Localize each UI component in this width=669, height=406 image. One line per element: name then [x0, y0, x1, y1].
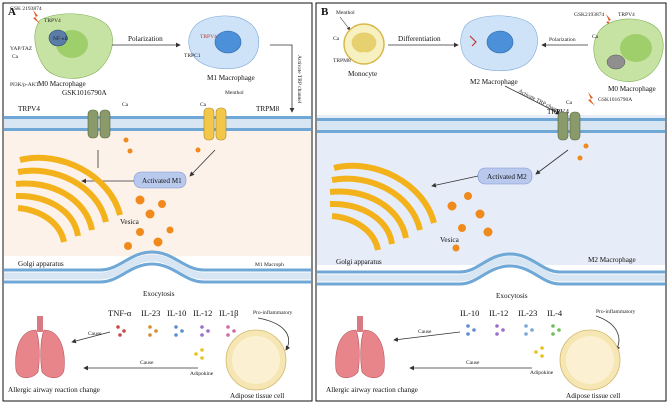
panel-a-letter: A: [8, 6, 16, 18]
panel-b-letter: B: [321, 6, 329, 18]
svg-text:TRPV4: TRPV4: [18, 105, 40, 113]
monocyte-cell: [343, 23, 385, 65]
nucleus: [48, 29, 68, 47]
lightning-icon: [588, 92, 595, 106]
m0-macrophage-cell: NF-κB: [34, 13, 113, 79]
svg-text:Ca: Ca: [592, 34, 599, 40]
svg-text:Differentiation: Differentiation: [398, 35, 441, 43]
lungs-icon-b: [335, 316, 385, 379]
svg-text:Ca: Ca: [122, 102, 129, 108]
svg-text:Activated M2: Activated M2: [487, 173, 527, 181]
panel-b-bg-band: [317, 115, 665, 265]
svg-text:Ca: Ca: [200, 102, 207, 108]
svg-text:GSK1016790A: GSK1016790A: [598, 97, 632, 103]
svg-text:Pro-inflammatory: Pro-inflammatory: [596, 308, 636, 315]
svg-text:Vesica: Vesica: [440, 236, 460, 244]
svg-text:TRPC1: TRPC1: [184, 53, 201, 59]
svg-text:M0 Macrophage: M0 Macrophage: [608, 85, 656, 93]
svg-text:Allergic airway reaction chang: Allergic airway reaction change: [8, 386, 100, 394]
svg-text:GSK2193874: GSK2193874: [574, 12, 605, 18]
svg-text:TRPV4: TRPV4: [44, 18, 61, 24]
panel-b: B Menthol Ca TRPM8 Monocyte Differentiat…: [315, 2, 667, 402]
panel-a: A NF-κB GSK 2193874 TRPV4 YAP/TAZ Ca PI3…: [2, 2, 313, 402]
m1-label: M1 Macrophage: [207, 74, 255, 82]
svg-text:YAP/TAZ: YAP/TAZ: [10, 46, 33, 52]
cytokine-label: IL-1β: [219, 308, 238, 318]
cell-membrane-upper: [4, 116, 311, 131]
svg-text:Monocyte: Monocyte: [348, 70, 377, 78]
trpv4-channel-b: [557, 111, 581, 141]
svg-text:GSK 2193874: GSK 2193874: [10, 6, 42, 12]
trpm8-channel: [203, 107, 227, 141]
m0-macrophage-cell-b: [593, 18, 664, 82]
lightning-icon: [33, 10, 40, 24]
cytokine-row-b: IL-10 IL-12 IL-23 IL-4: [460, 308, 563, 336]
cytokine-label: IL-4: [547, 308, 563, 318]
svg-text:Adipokine: Adipokine: [530, 370, 554, 376]
svg-text:Allergic airway reaction chang: Allergic airway reaction change: [326, 386, 418, 394]
svg-text:Exocytosis: Exocytosis: [143, 290, 175, 298]
vesicles-b: [447, 192, 493, 252]
svg-text:Ca: Ca: [566, 100, 573, 106]
svg-text:TRPV4: TRPV4: [618, 12, 635, 18]
cytokine-label: IL-12: [193, 308, 212, 318]
lightning-icon: [606, 14, 613, 28]
svg-text:Adipokine: Adipokine: [190, 371, 214, 377]
m1-macrophage-cell: [188, 15, 260, 70]
cytokine-label: TNF-α: [108, 308, 132, 318]
svg-text:GSK1016790A: GSK1016790A: [62, 89, 108, 97]
svg-text:Menthol: Menthol: [336, 10, 355, 16]
cell-membrane-lower-b: [317, 252, 665, 286]
m2-macrophage-cell: [460, 15, 538, 72]
svg-text:TRPV4: TRPV4: [200, 34, 217, 40]
svg-text:Activated M1: Activated M1: [142, 177, 182, 185]
svg-text:Polarization: Polarization: [128, 35, 163, 43]
svg-text:TRPV4: TRPV4: [547, 108, 569, 116]
svg-text:Ca: Ca: [333, 36, 340, 42]
cytokine-label: IL-23: [518, 308, 537, 318]
svg-text:Adipose tissue cell: Adipose tissue cell: [566, 392, 620, 400]
svg-text:PI3K/p-AKT: PI3K/p-AKT: [10, 82, 40, 88]
adipose-cell-icon-b: [559, 329, 621, 391]
adipose-cell-icon: [225, 329, 287, 391]
svg-text:Activate TRP channel: Activate TRP channel: [296, 55, 302, 104]
activated-m1-box: [133, 171, 187, 189]
svg-text:M2 Macrophage: M2 Macrophage: [470, 78, 518, 86]
svg-text:Ca: Ca: [12, 54, 19, 60]
cell-membrane-upper-b: [317, 118, 665, 133]
svg-text:Exocytosis: Exocytosis: [496, 292, 528, 300]
svg-text:M1 Macroph: M1 Macroph: [255, 262, 284, 268]
svg-text:NF-κB: NF-κB: [53, 36, 69, 42]
lungs-icon: [15, 316, 65, 379]
svg-text:TRPM8: TRPM8: [256, 105, 280, 113]
cytokine-label: IL-10: [167, 308, 186, 318]
cell-membrane-lower: [4, 250, 311, 284]
m0-label: M0 Macrophage: [38, 80, 86, 88]
cytokine-row: TNF-α IL-23 IL-10 IL-12 IL-1β: [108, 308, 238, 337]
svg-text:Cause: Cause: [418, 329, 432, 335]
svg-text:Polarization: Polarization: [549, 37, 576, 43]
svg-text:M2 Macrophage: M2 Macrophage: [588, 256, 636, 264]
golgi-apparatus: [15, 154, 123, 243]
svg-text:Menthol: Menthol: [225, 90, 244, 96]
svg-text:TRPM8: TRPM8: [333, 58, 351, 64]
svg-text:Cause: Cause: [88, 331, 102, 337]
vesicles: [124, 195, 174, 250]
cytokine-label: IL-12: [489, 308, 508, 318]
cytokine-label: IL-10: [460, 308, 479, 318]
svg-text:Adipose tissue cell: Adipose tissue cell: [230, 392, 284, 400]
trpv4-channel: [87, 109, 111, 139]
svg-text:Vesica: Vesica: [120, 218, 140, 226]
svg-text:Pro-inflammatory: Pro-inflammatory: [253, 309, 293, 316]
svg-text:Golgi apparatus: Golgi apparatus: [336, 258, 382, 266]
golgi-apparatus-b: [329, 162, 437, 251]
svg-text:Golgi apparatus: Golgi apparatus: [18, 260, 64, 268]
cytokine-label: IL-23: [141, 308, 160, 318]
svg-text:Cause: Cause: [466, 360, 480, 366]
svg-text:Cause: Cause: [140, 360, 154, 366]
